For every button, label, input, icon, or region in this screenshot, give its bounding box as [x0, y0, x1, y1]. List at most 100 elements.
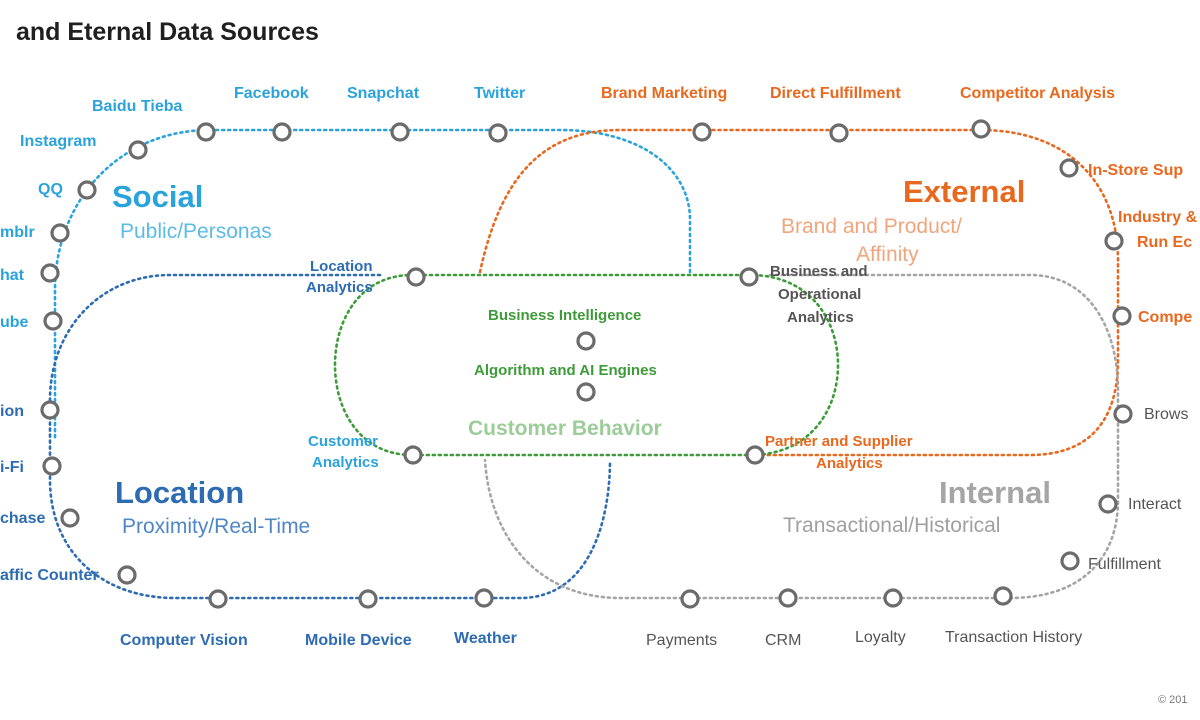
- interact-label: Interact: [1128, 496, 1182, 513]
- business-analytics-line3: Analytics: [787, 309, 854, 326]
- transaction-history-label: Transaction History: [945, 629, 1082, 646]
- analytics-labels: Location Analytics Customer Analytics Bu…: [306, 258, 913, 472]
- brand-marketing-label: Brand Marketing: [601, 85, 727, 102]
- region-headings: Social Public/Personas Location Proximit…: [112, 174, 1051, 538]
- location-subtitle: Proximity/Real-Time: [122, 515, 310, 538]
- business-analytics-line2: Operational: [778, 286, 861, 303]
- diagram-title: and Eternal Data Sources: [16, 18, 319, 46]
- external-title: External: [903, 174, 1025, 209]
- social-source-labels: Baidu Tieba Facebook Snapchat Twitter In…: [0, 85, 525, 331]
- node-compe: [1112, 306, 1132, 326]
- location-source-labels: ion i-Fi chase affic Counter Computer Vi…: [0, 403, 517, 649]
- internal-source-labels: Brows Interact Fulfillment Payments CRM …: [646, 406, 1188, 649]
- node-baidu-tieba: [196, 122, 216, 142]
- loyalty-label: Loyalty: [855, 629, 906, 646]
- twitter-label: Twitter: [474, 85, 525, 102]
- compe-label: Compe: [1138, 309, 1192, 326]
- node-algorithm-ai: [576, 382, 596, 402]
- qq-label: QQ: [38, 181, 63, 198]
- direct-fulfillment-label: Direct Fulfillment: [770, 85, 901, 102]
- internal-loop: [483, 273, 1120, 600]
- internal-subtitle: Transactional/Historical: [783, 514, 1000, 537]
- node-competitor-analysis: [971, 119, 991, 139]
- business-analytics-line1: Business and: [770, 263, 868, 280]
- location-analytics-line1: Location: [310, 258, 373, 275]
- center-labels: Business Intelligence Algorithm and AI E…: [468, 307, 662, 440]
- node-twitter: [488, 123, 508, 143]
- node-business-analytics: [739, 267, 759, 287]
- wifi-label: i-Fi: [0, 459, 24, 476]
- node-wifi: [42, 456, 62, 476]
- node-direct-fulfillment: [829, 123, 849, 143]
- node-brand-marketing: [692, 122, 712, 142]
- browse-label: Brows: [1144, 406, 1188, 423]
- customer-analytics-line1: Customer: [308, 433, 378, 450]
- node-facebook: [272, 122, 292, 142]
- wechat-label: hat: [0, 267, 25, 284]
- node-computer-vision: [208, 589, 228, 609]
- node-location: [40, 400, 60, 420]
- mobile-device-label: Mobile Device: [305, 632, 412, 649]
- node-business-intelligence: [576, 331, 596, 351]
- node-browse: [1113, 404, 1133, 424]
- customer-analytics-line2: Analytics: [312, 454, 379, 471]
- node-youtube: [43, 311, 63, 331]
- node-traffic-counter: [117, 565, 137, 585]
- fulfillment-label: Fulfillment: [1088, 556, 1161, 573]
- instagram-label: Instagram: [20, 133, 96, 150]
- node-in-store: [1059, 158, 1079, 178]
- youtube-label: ube: [0, 314, 29, 331]
- node-mobile-device: [358, 589, 378, 609]
- external-source-labels: Brand Marketing Direct Fulfillment Compe…: [601, 85, 1198, 326]
- snapchat-label: Snapchat: [347, 85, 420, 102]
- industry-label-line2: Run Ec: [1137, 234, 1192, 251]
- node-snapchat: [390, 122, 410, 142]
- node-transaction-history: [993, 586, 1013, 606]
- node-qq: [77, 180, 97, 200]
- business-intelligence-label: Business Intelligence: [488, 307, 641, 324]
- copyright-notice: © 201: [1158, 694, 1188, 706]
- partner-analytics-line1: Partner and Supplier: [765, 433, 913, 450]
- node-location-analytics: [406, 267, 426, 287]
- node-loyalty: [883, 588, 903, 608]
- node-wechat: [40, 263, 60, 283]
- node-payments: [680, 589, 700, 609]
- node-weather: [474, 588, 494, 608]
- purchase-label: chase: [0, 510, 45, 527]
- tumblr-label: mblr: [0, 224, 35, 241]
- in-store-label: In-Store Sup: [1088, 162, 1183, 179]
- node-interact: [1098, 494, 1118, 514]
- node-industry: [1104, 231, 1124, 251]
- node-customer-analytics: [403, 445, 423, 465]
- internal-title: Internal: [939, 475, 1051, 510]
- partner-analytics-line2: Analytics: [816, 455, 883, 472]
- social-subtitle: Public/Personas: [120, 220, 272, 243]
- traffic-counter-label: affic Counter: [0, 567, 99, 584]
- node-purchase: [60, 508, 80, 528]
- node-crm: [778, 588, 798, 608]
- location-source-label: ion: [0, 403, 24, 420]
- nodes: [40, 119, 1133, 609]
- location-title: Location: [115, 475, 244, 510]
- external-loop: [478, 128, 1120, 457]
- computer-vision-label: Computer Vision: [120, 632, 248, 649]
- industry-label-line1: Industry &: [1118, 209, 1198, 226]
- baidu-tieba-label: Baidu Tieba: [92, 98, 182, 115]
- location-loop: [48, 273, 612, 600]
- node-partner-analytics: [745, 445, 765, 465]
- external-subtitle-line1: Brand and Product/: [781, 215, 962, 238]
- node-fulfillment: [1060, 551, 1080, 571]
- social-title: Social: [112, 179, 203, 214]
- facebook-label: Facebook: [234, 85, 309, 102]
- crm-label: CRM: [765, 632, 801, 649]
- competitor-analysis-label: Competitor Analysis: [960, 85, 1115, 102]
- customer-behavior-label: Customer Behavior: [468, 417, 662, 440]
- node-tumblr: [50, 223, 70, 243]
- location-analytics-line2: Analytics: [306, 279, 373, 296]
- external-subtitle-line2: Affinity: [856, 243, 919, 266]
- algorithm-ai-label: Algorithm and AI Engines: [474, 362, 657, 379]
- node-instagram: [128, 140, 148, 160]
- payments-label: Payments: [646, 632, 717, 649]
- weather-label: Weather: [454, 630, 517, 647]
